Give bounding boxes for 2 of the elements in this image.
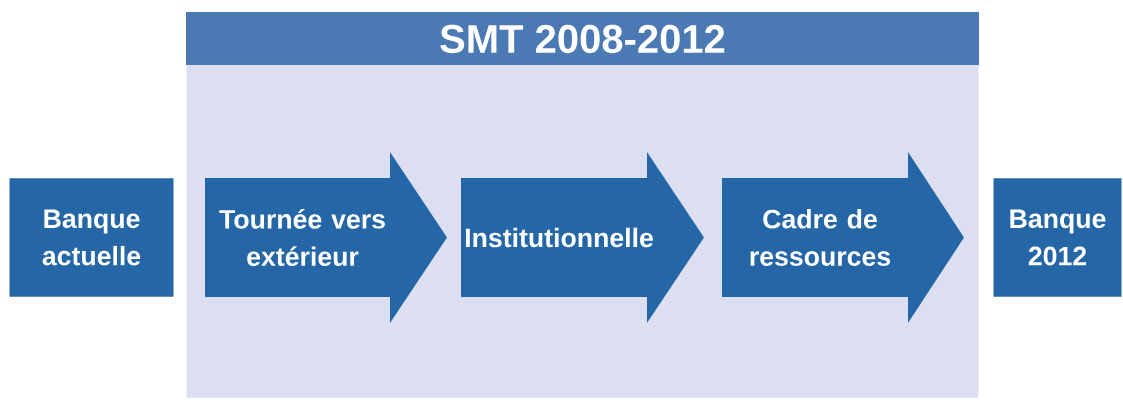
process-box: Banque 2012 — [993, 178, 1122, 297]
process-box: Banque actuelle — [9, 178, 174, 297]
